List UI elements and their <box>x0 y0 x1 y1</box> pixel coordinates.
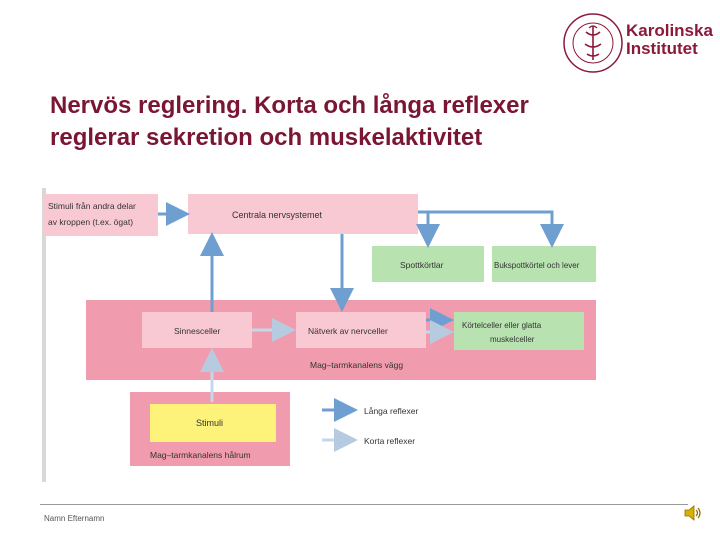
seal-icon <box>563 13 623 73</box>
logo-wordmark: Karolinska Institutet <box>626 22 713 58</box>
slide-title: Nervös reglering. Korta och långa reflex… <box>50 90 690 154</box>
bukspott-label: Bukspottkörtel och lever <box>494 261 580 270</box>
legend: Långa reflexer Korta reflexer <box>322 398 419 452</box>
legend-short-label: Korta reflexer <box>364 436 415 446</box>
stimuli-other-box <box>44 194 158 236</box>
kortelceller-line2: muskelceller <box>490 335 535 344</box>
bukspott-box <box>492 246 596 282</box>
footer-author: Namn Efternamn <box>44 514 105 523</box>
footer-divider <box>40 504 688 505</box>
reflex-diagram: Stimuli från andra delar av kroppen (t.e… <box>42 188 608 482</box>
sinnesceller-label: Sinnesceller <box>174 326 220 336</box>
stimuli-other-line1: Stimuli från andra delar <box>48 201 136 211</box>
halrum-label: Mag–tarmkanalens hålrum <box>150 450 251 460</box>
spottkortlar-label: Spottkörtlar <box>400 260 444 270</box>
short-reflex-arrows <box>200 318 454 402</box>
title-line1: Nervös reglering. Korta och långa reflex… <box>50 92 529 119</box>
stimuli-label: Stimuli <box>196 418 223 428</box>
kortelceller-box <box>454 312 584 350</box>
vagg-label: Mag–tarmkanalens vägg <box>310 360 403 370</box>
logo-line2: Institutet <box>626 39 698 58</box>
cns-box <box>188 194 418 234</box>
natverk-label: Nätverk av nervceller <box>308 326 388 336</box>
title-line2: reglerar sekretion och muskelaktivitet <box>50 124 483 151</box>
speaker-icon[interactable] <box>682 502 704 524</box>
natverk-box <box>296 312 426 348</box>
karolinska-logo <box>563 13 623 73</box>
cns-label: Centrala nervsystemet <box>232 210 323 220</box>
legend-long-label: Långa reflexer <box>364 406 419 416</box>
kortelceller-line1: Körtelceller eller glatta <box>462 321 542 330</box>
stimuli-box <box>150 404 276 442</box>
spottkortlar-box <box>372 246 484 282</box>
logo-line1: Karolinska <box>626 21 713 40</box>
sinnesceller-box <box>142 312 252 348</box>
stimuli-other-line2: av kroppen (t.ex. ögat) <box>48 217 133 227</box>
